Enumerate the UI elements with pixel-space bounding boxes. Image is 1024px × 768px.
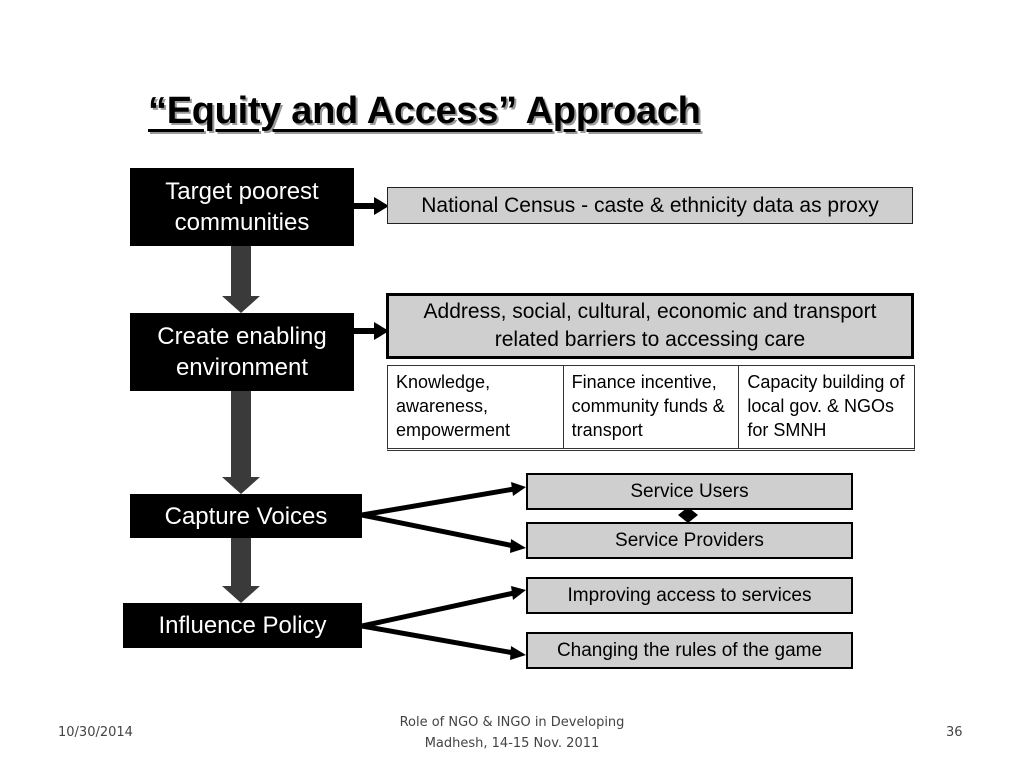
service-providers-box: Service Providers [526, 522, 853, 559]
stage-create-enabling: Create enabling environment [130, 313, 354, 391]
barriers-box: Address, social, cultural, economic and … [386, 293, 914, 359]
slide-title: “Equity and Access” Approach [148, 90, 701, 132]
stage-voices-label: Capture Voices [164, 502, 328, 530]
barrier-subitems: Knowledge, awareness, empowerment Financ… [387, 365, 915, 451]
subitem-knowledge: Knowledge, awareness, empowerment [388, 366, 564, 448]
improving-access-text: Improving access to services [567, 584, 812, 606]
footer-page-number: 36 [946, 725, 963, 740]
stage-enabling-label: Create enabling environment [157, 323, 327, 381]
footer-date: 10/30/2014 [58, 725, 133, 740]
footer-title: Role of NGO & INGO in Developing Madhesh… [399, 715, 625, 751]
service-providers-text: Service Providers [615, 529, 764, 551]
stage-target-label: Target poorest communities [165, 178, 319, 236]
stage-policy-label: Influence Policy [158, 612, 327, 639]
improving-access-box: Improving access to services [526, 577, 853, 614]
stage-target-poorest: Target poorest communities [130, 168, 354, 246]
changing-rules-text: Changing the rules of the game [556, 639, 823, 661]
census-box: National Census - caste & ethnicity data… [387, 187, 913, 224]
stage-capture-voices: Capture Voices [130, 494, 362, 538]
changing-rules-box: Changing the rules of the game [526, 632, 853, 669]
stage-influence-policy: Influence Policy [123, 603, 362, 648]
service-users-box: Service Users [526, 473, 853, 510]
census-text: National Census - caste & ethnicity data… [421, 193, 879, 217]
barriers-text: Address, social, cultural, economic and … [423, 300, 877, 351]
subitem-capacity: Capacity building of local gov. & NGOs f… [747, 372, 905, 440]
subitem-finance: Finance incentive, community funds & tra… [564, 366, 740, 448]
service-users-text: Service Users [630, 480, 749, 502]
